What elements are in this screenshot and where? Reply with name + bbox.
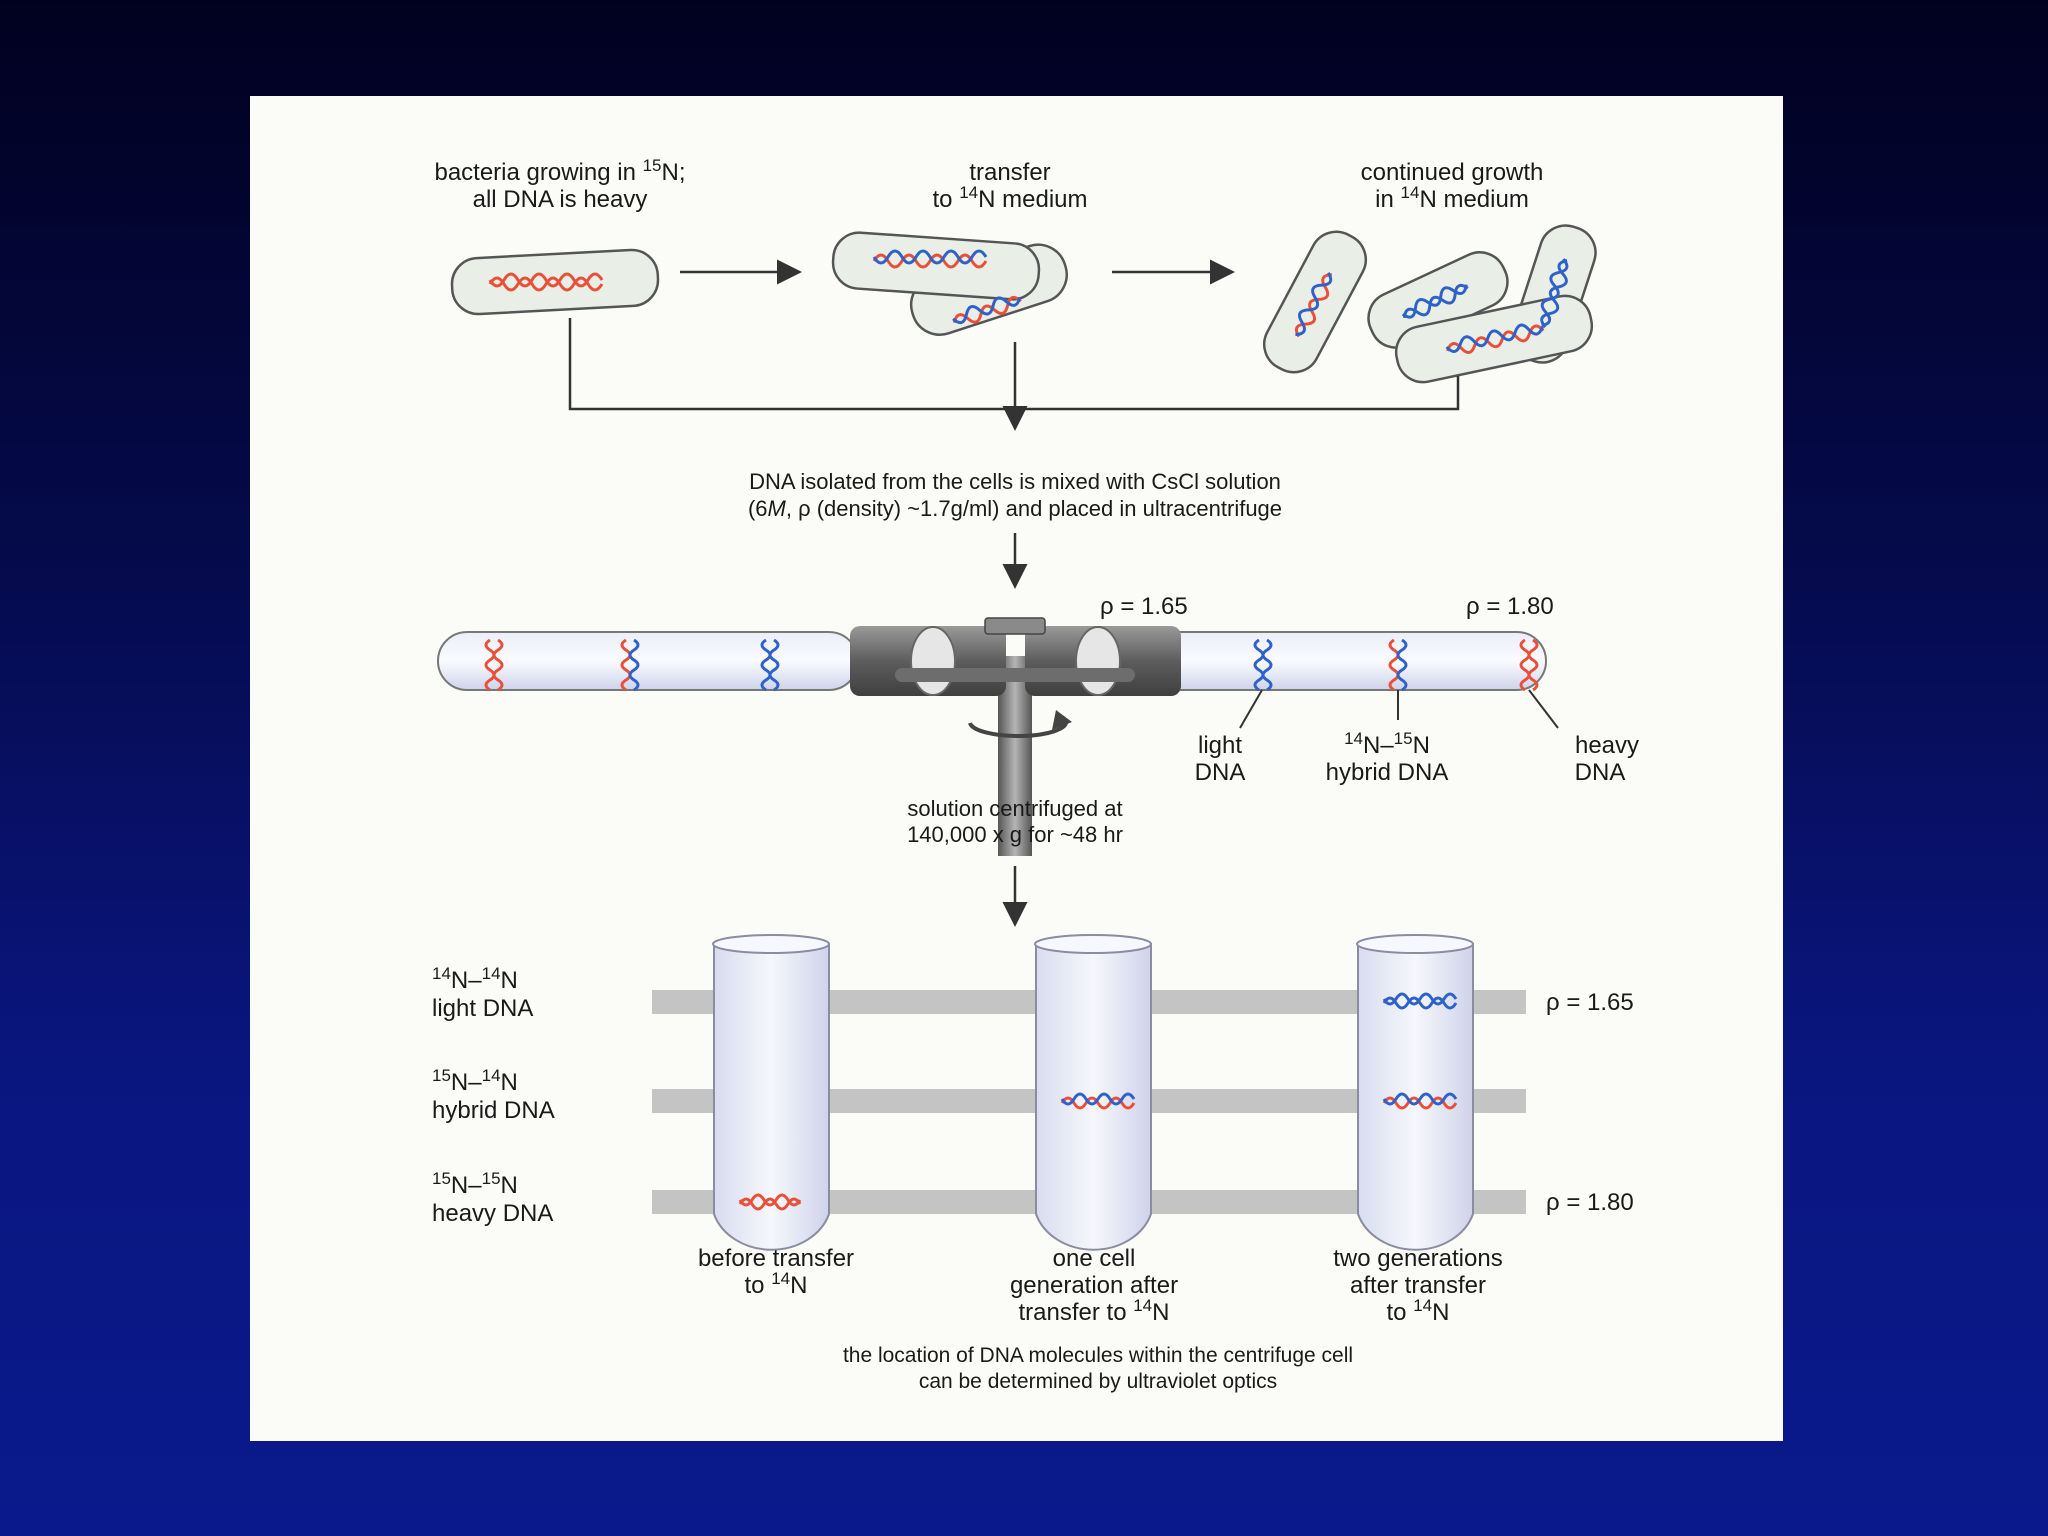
footer-line1: the location of DNA molecules within the… bbox=[843, 1344, 1353, 1367]
mixing-text-line2: (6M, ρ (density) ~1.7g/ml) and placed in… bbox=[748, 496, 1282, 521]
tube-before-transfer bbox=[712, 934, 830, 1251]
tube3-caption-line1: two generations bbox=[1333, 1245, 1502, 1272]
rotor-label-light: light bbox=[1198, 732, 1242, 759]
rotor-label-heavy-2: DNA bbox=[1575, 759, 1626, 786]
rotor-rho-heavy: ρ = 1.80 bbox=[1466, 593, 1554, 620]
meselson-stahl-diagram: bacteria growing in 15N; all DNA is heav… bbox=[432, 156, 1639, 1393]
band-label-light-name: light DNA bbox=[432, 995, 533, 1022]
collection-bracket bbox=[568, 318, 1460, 411]
cell-heavy bbox=[450, 248, 660, 316]
rotor-label-hybrid-2: hybrid DNA bbox=[1326, 759, 1449, 786]
rotor-label-light-2: DNA bbox=[1195, 759, 1246, 786]
step3-label-line2: in 14N medium bbox=[1375, 183, 1529, 213]
step3-label: continued growth bbox=[1361, 159, 1544, 186]
cell-group-transfer bbox=[831, 231, 1068, 336]
tube2-caption-line2: generation after bbox=[1010, 1272, 1178, 1299]
band-label-heavy: 15N–15N bbox=[432, 1169, 518, 1199]
step1-label-line2: all DNA is heavy bbox=[473, 186, 648, 213]
tube-one-generation bbox=[1034, 934, 1152, 1251]
mixing-text-line1: DNA isolated from the cells is mixed wit… bbox=[749, 469, 1281, 494]
step2-label: transfer bbox=[969, 159, 1050, 186]
rotor-label-hybrid: 14N–15N bbox=[1344, 729, 1430, 759]
rotor-rho-light: ρ = 1.65 bbox=[1100, 593, 1188, 620]
tube2-caption-line3: transfer to 14N bbox=[1019, 1296, 1170, 1326]
band-label-hybrid-name: hybrid DNA bbox=[432, 1097, 555, 1124]
centrifuge-rotor bbox=[437, 617, 1559, 856]
band-label-hybrid: 15N–14N bbox=[432, 1066, 518, 1096]
band-rho-heavy: ρ = 1.80 bbox=[1546, 1189, 1634, 1216]
tube3-caption-line2: after transfer bbox=[1350, 1272, 1486, 1299]
band-rho-light: ρ = 1.65 bbox=[1546, 989, 1634, 1016]
tube3-caption-line3: to 14N bbox=[1387, 1296, 1450, 1326]
diagram-panel: bacteria growing in 15N; all DNA is heav… bbox=[250, 96, 1783, 1441]
tube1-caption-line1: before transfer bbox=[698, 1245, 854, 1272]
centrifuge-text-line1: solution centrifuged at bbox=[907, 796, 1122, 821]
step2-label-line2: to 14N medium bbox=[933, 183, 1088, 213]
tube-two-generations bbox=[1356, 934, 1474, 1251]
band-label-heavy-name: heavy DNA bbox=[432, 1200, 553, 1227]
tube1-caption-line2: to 14N bbox=[745, 1269, 808, 1299]
rotor-label-heavy: heavy bbox=[1575, 732, 1639, 759]
centrifuge-text-line2: 140,000 x g for ~48 hr bbox=[907, 822, 1123, 847]
band-label-light: 14N–14N bbox=[432, 964, 518, 994]
cell-group-continued bbox=[1262, 224, 1597, 384]
step1-label: bacteria growing in 15N; bbox=[434, 156, 685, 186]
tube2-caption-line1: one cell bbox=[1053, 1245, 1136, 1272]
footer-line2: can be determined by ultraviolet optics bbox=[919, 1370, 1277, 1393]
